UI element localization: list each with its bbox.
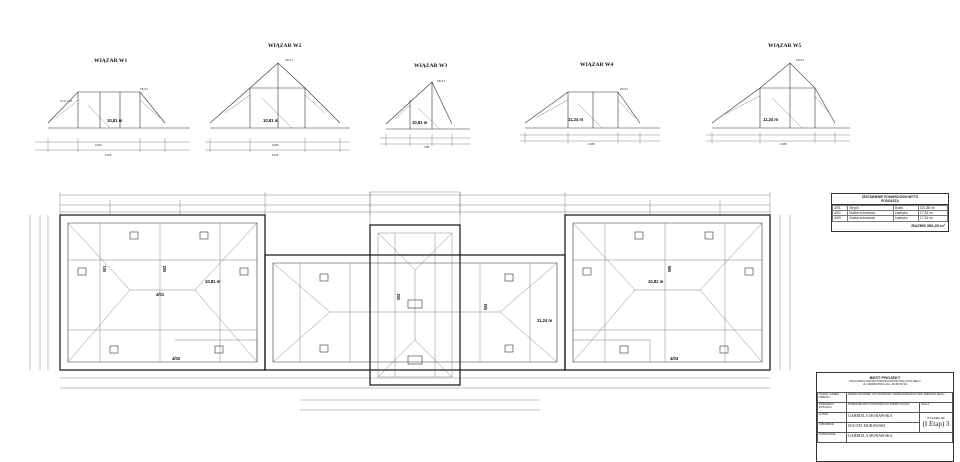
truss-w5: WIĄZAR W5 11,24 m 1188 18x17 xyxy=(706,43,850,146)
svg-text:1005: 1005 xyxy=(95,143,102,147)
sheet-label: RYSUNEK NR xyxy=(927,417,945,420)
row-label: PRZEDMIOT RYSUNKU xyxy=(817,402,847,413)
sheet-number: (I Etap) 3 xyxy=(922,420,950,428)
row-value: ZMIANA SPOSOBU UŻYTKOWANIA I ROZBUDOWA B… xyxy=(846,392,953,403)
svg-text:1188: 1188 xyxy=(780,142,787,146)
row-value: GABRIELA MORAWSKA xyxy=(846,432,953,443)
room-label-4-03: 4/03 xyxy=(670,356,679,361)
truss-w4-title: WIĄZAR W4 xyxy=(580,62,614,68)
row-value: GABRIELA MORAWSKA xyxy=(846,412,920,423)
row-floor: Lastryko xyxy=(892,215,919,222)
truss-w5-area: 11,24 m xyxy=(763,117,778,122)
truss-mark-w3: W3 xyxy=(396,293,401,300)
truss-w4: WIĄZAR W4 11,24 m 1188 23x17 xyxy=(520,62,660,146)
row-value: PODDASZE RZUT KONSTRUKCJI WIĘŹBY DACHU xyxy=(846,402,920,413)
truss-w5-title: WIĄZAR W5 xyxy=(768,43,802,49)
title-block-table: NAZWA I ADRES OBIEKTU ZMIANA SPOSOBU UŻY… xyxy=(817,392,953,443)
svg-text:1125: 1125 xyxy=(272,153,279,157)
title-block: BEST PROJEKT PRACOWNIA PROJEKTOWA BUDOWN… xyxy=(816,372,954,462)
firm-name: BEST PROJEKT xyxy=(869,375,901,380)
truss-mark-w4: W4 xyxy=(483,303,488,310)
truss-w3-title: WIĄZAR W3 xyxy=(414,63,448,69)
truss-w1-title: WIĄZAR W1 xyxy=(94,58,128,64)
area-sum-label: RAZEM xyxy=(911,222,926,228)
row-label: NAZWA I ADRES OBIEKTU xyxy=(817,392,847,403)
row-value: MACIEJ MORAWSKI xyxy=(846,422,920,433)
truss-w2-area: 10,81 m xyxy=(263,118,279,123)
svg-text:1005: 1005 xyxy=(272,143,279,147)
table-row: OPRACOWAŁ GABRIELA MORAWSKA xyxy=(817,432,953,443)
row-area: 17,51 m² xyxy=(917,210,949,217)
firm-address: UL. DEMBOWSKA 21A, 48-300 NYSA xyxy=(862,383,908,386)
truss-w1-area: 10,81 m xyxy=(107,118,123,123)
svg-text:18x17: 18x17 xyxy=(437,79,446,83)
area-schedule-header: ZESTAWIENIE POWIERZCHNI NETTO PODDASZA xyxy=(832,194,948,205)
room-label-4-02: 4/02 xyxy=(172,356,181,361)
scale-label: SKALA xyxy=(919,402,953,413)
area-schedule-title: ZESTAWIENIE POWIERZCHNI NETTO xyxy=(861,195,919,199)
row-area: 321,88 m² xyxy=(917,204,949,212)
room-label-4-01: 4/01 xyxy=(156,292,165,297)
area-schedule-subtitle: PODDASZA xyxy=(881,199,899,203)
svg-text:18x17: 18x17 xyxy=(796,58,805,62)
svg-text:1188: 1188 xyxy=(588,142,595,146)
svg-text:13,5 x 16: 13,5 x 16 xyxy=(60,99,73,103)
svg-text:23x17: 23x17 xyxy=(620,87,629,91)
svg-text:798: 798 xyxy=(424,145,429,149)
table-row: AUTOR GABRIELA MORAWSKA RYSUNEK NR (I Et… xyxy=(817,412,953,433)
area-sum: RAZEM 356,30 m² xyxy=(832,222,948,229)
area-label-center: 11,24 m xyxy=(537,318,552,323)
row-label: SPRAWDZIŁ xyxy=(817,422,847,433)
row-label: OPRACOWAŁ xyxy=(817,432,847,443)
row-floor: Lastryko xyxy=(892,210,919,217)
row-code: 4/03 xyxy=(831,215,849,222)
area-schedule: ZESTAWIENIE POWIERZCHNI NETTO PODDASZA 4… xyxy=(831,193,949,232)
table-row: 4/02 Klatka schodowa Lastryko 17,51 m² xyxy=(831,210,949,217)
row-label: AUTOR xyxy=(817,412,847,423)
area-sum-value: 356,30 m² xyxy=(926,222,945,228)
table-row: 4/03 Klatka schodowa Lastryko 17,51 m² xyxy=(831,215,949,222)
truss-w2: WIĄZAR W2 10,81 m 1005 1125 18x17 xyxy=(205,43,350,157)
roof-plan: 4/01 4/02 4/03 11,24 m 10,81 m 10,81 m W… xyxy=(29,191,791,411)
area-schedule-table: 4/01 Strych Drabl 321,88 m² 4/02 Klatka … xyxy=(831,204,949,222)
table-row: NAZWA I ADRES OBIEKTU ZMIANA SPOSOBU UŻY… xyxy=(817,392,953,403)
truss-w1: WIĄZAR W1 10,81 m 1005 1125 13,5 x 16 18… xyxy=(35,58,190,157)
row-name: Klatka schodowa xyxy=(847,215,894,222)
area-label-right: 10,81 m xyxy=(648,279,664,284)
truss-mark-w1: W1 xyxy=(102,265,107,272)
truss-w3: WIĄZAR W3 10,81 m 798 18x17 xyxy=(380,63,470,149)
svg-text:18x17: 18x17 xyxy=(285,58,294,62)
area-label-left: 10,81 m xyxy=(205,279,221,284)
truss-w3-area: 10,81 m xyxy=(412,120,428,125)
row-code: 4/02 xyxy=(831,210,849,217)
svg-text:18x17: 18x17 xyxy=(140,87,149,91)
truss-w4-area: 11,24 m xyxy=(568,117,583,122)
table-row: PRZEDMIOT RYSUNKU PODDASZE RZUT KONSTRUK… xyxy=(817,402,953,413)
row-area: 17,51 m² xyxy=(917,215,949,222)
truss-mark-w2: W2 xyxy=(162,265,167,272)
truss-w2-title: WIĄZAR W2 xyxy=(268,43,302,49)
firm-description: PRACOWNIA PROJEKTOWA BUDOWNICTWA OGÓLNEG… xyxy=(849,380,921,383)
row-code: 4/01 xyxy=(831,204,849,212)
svg-text:1125: 1125 xyxy=(105,153,112,157)
truss-mark-w5: W5 xyxy=(667,265,672,272)
